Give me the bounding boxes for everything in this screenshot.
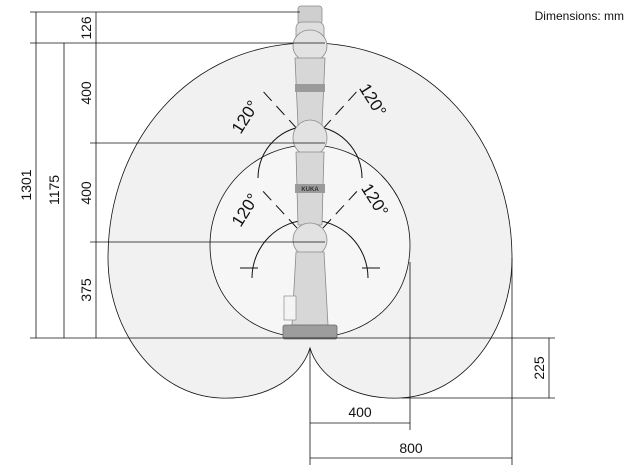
- robot-connector: [283, 295, 297, 321]
- reference-lines: [30, 11, 555, 339]
- dim-upper-height: 1175: [46, 175, 62, 205]
- angle-limit-lines: [259, 87, 361, 243]
- dim-reach-inner: 400: [348, 404, 372, 420]
- dim-total-height: 1301: [18, 169, 34, 200]
- robot-band-upper: [295, 84, 325, 92]
- dim-segment-upper: 400: [78, 81, 94, 105]
- units-note: Dimensions: mm: [535, 9, 624, 23]
- vertical-dimension-lines: [35, 12, 555, 399]
- robot-arm: KUKA: [282, 5, 338, 340]
- dim-segment-base: 375: [78, 278, 94, 302]
- dim-drop-below-base: 225: [531, 356, 547, 380]
- robot-joint-upper: [292, 29, 328, 63]
- robot-brand-label: KUKA: [301, 187, 319, 193]
- robot-joint-middle: [292, 119, 328, 157]
- reach-lines: [309, 258, 513, 465]
- dim-segment-middle: 400: [78, 181, 94, 205]
- robot-band-middle: [295, 184, 325, 193]
- robot-base-plate: [282, 324, 338, 340]
- robot-link-base: [291, 251, 329, 326]
- dim-reach-outer: 800: [399, 440, 423, 456]
- dim-segment-top: 126: [78, 16, 94, 40]
- robot-flange: [297, 5, 323, 25]
